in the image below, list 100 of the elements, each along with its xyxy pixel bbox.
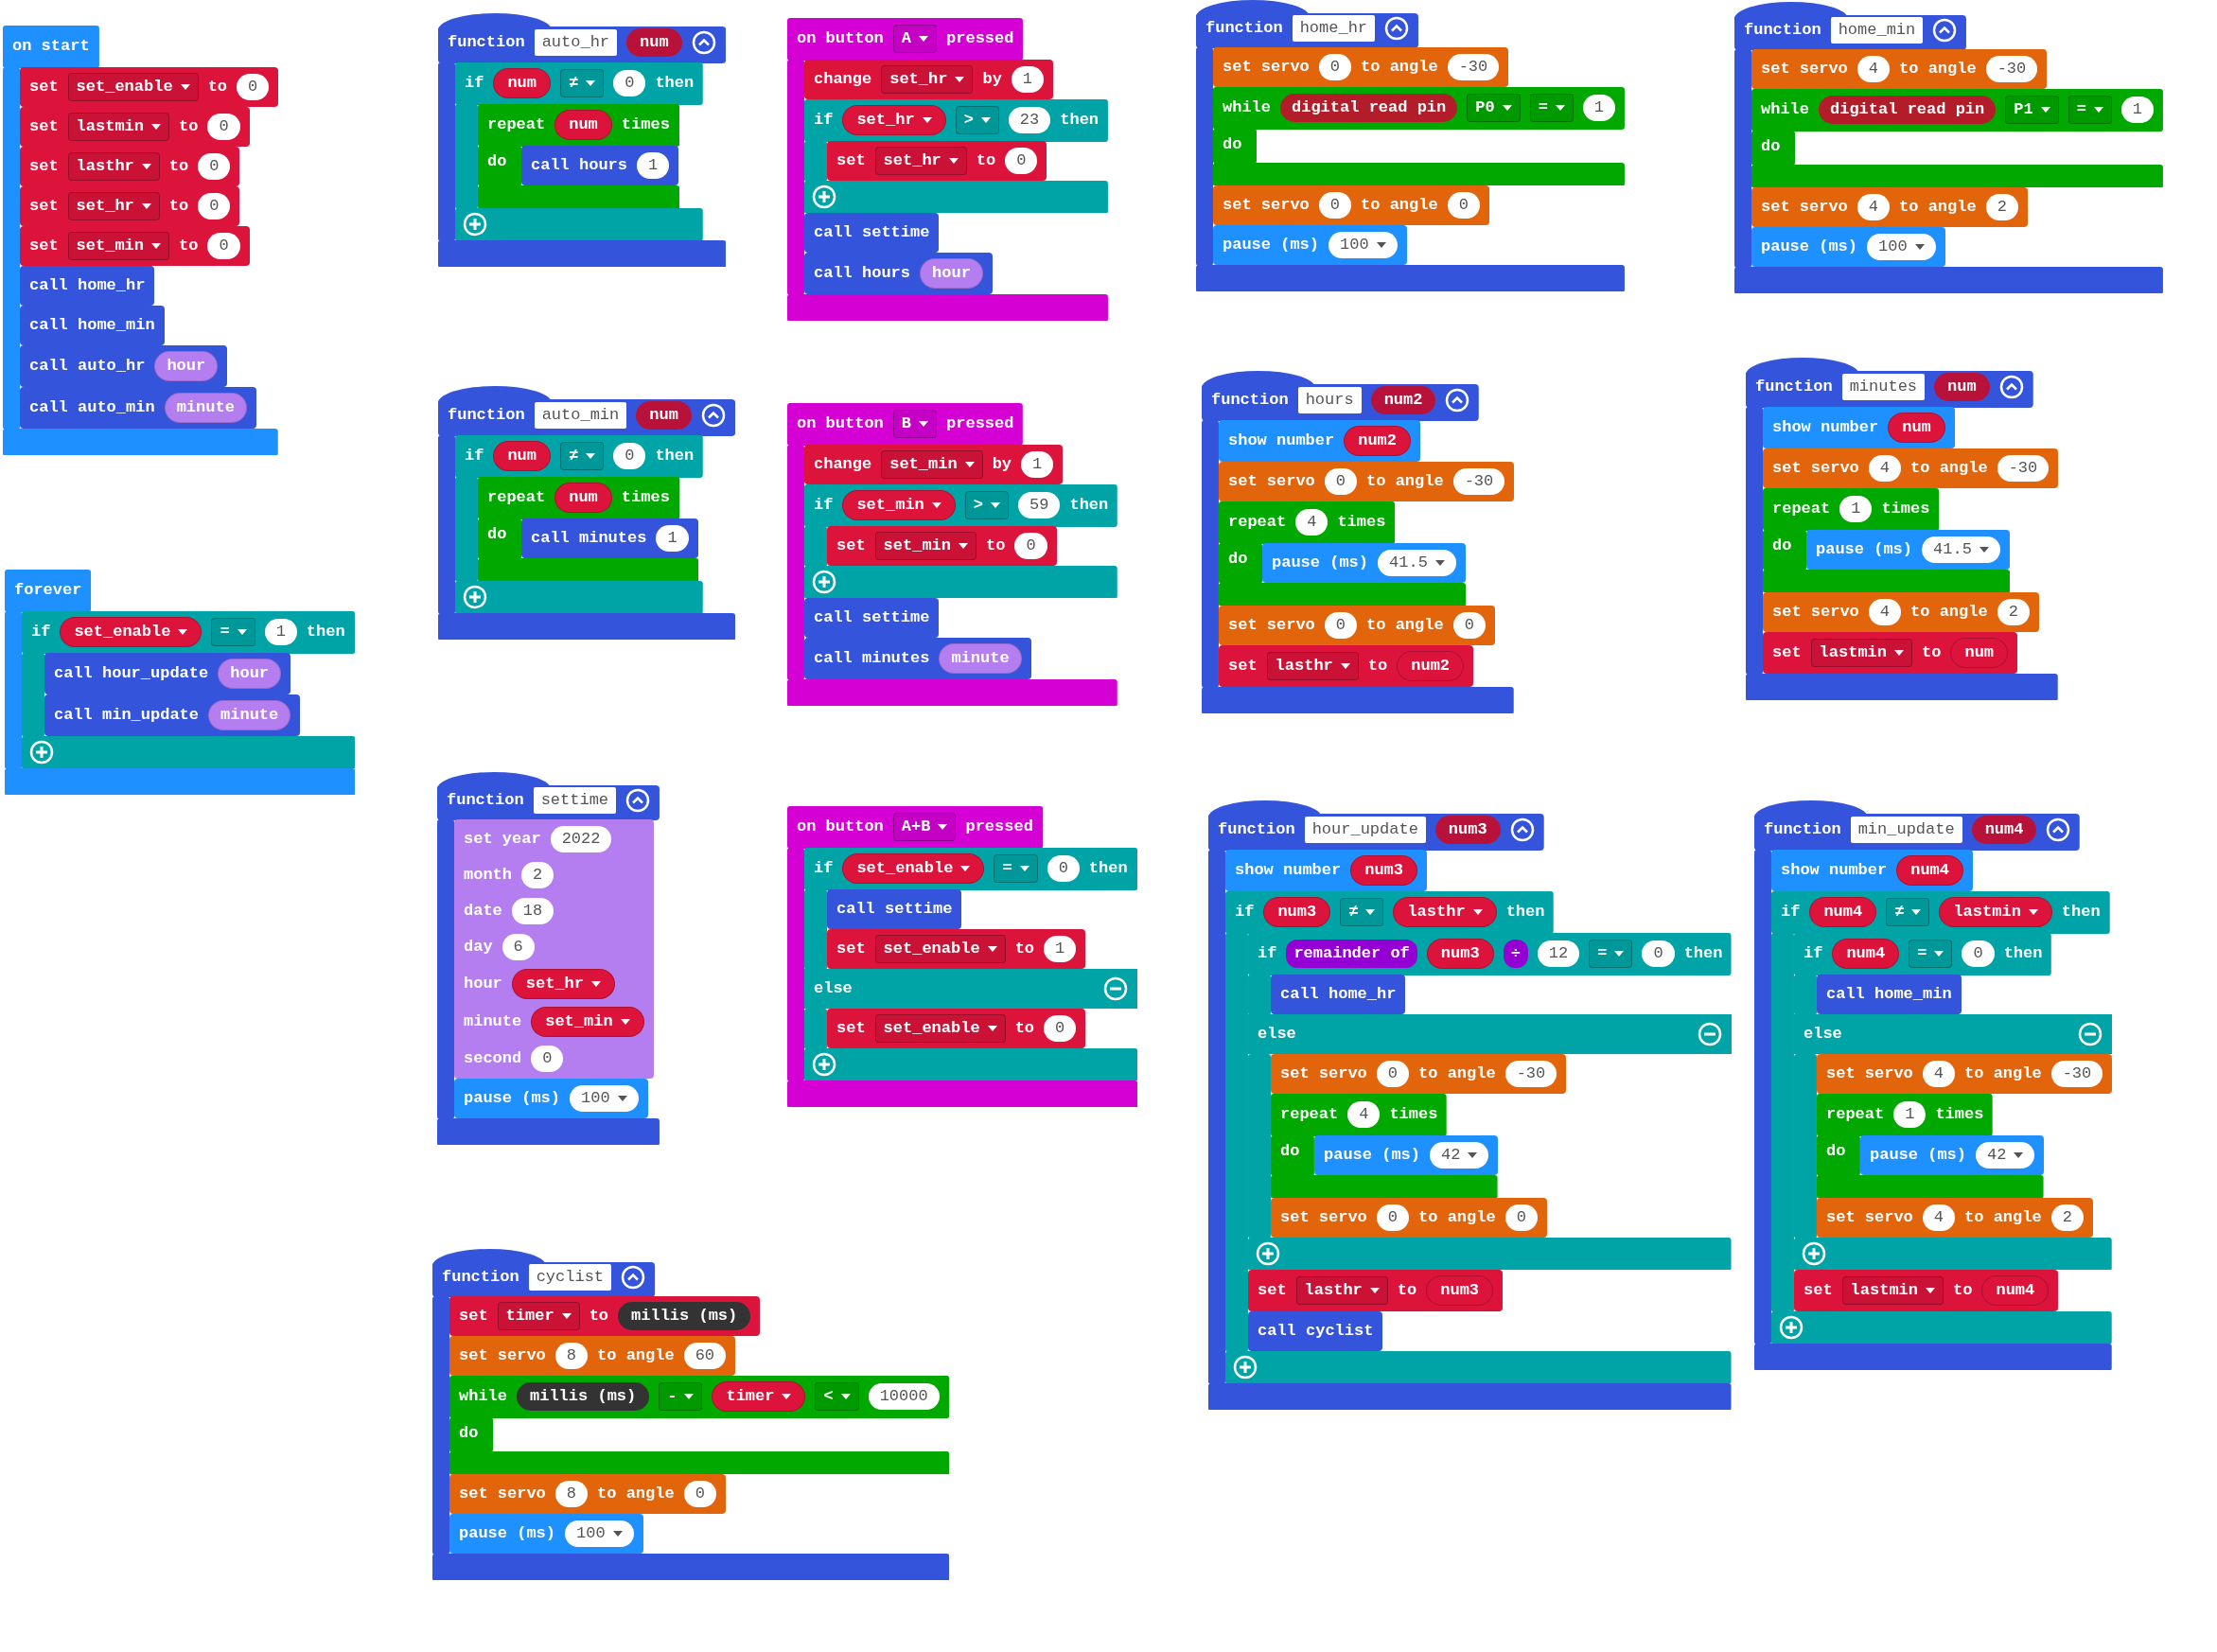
block-label: set servo bbox=[1228, 615, 1315, 636]
operator-dropdown: > bbox=[955, 106, 999, 134]
number-field: 1 bbox=[1011, 66, 1045, 93]
block-label: call settime bbox=[836, 899, 953, 920]
function-name-field: settime bbox=[533, 787, 617, 814]
statement-block bbox=[827, 889, 962, 929]
variable-reporter: set_enable bbox=[60, 617, 202, 647]
variable-dropdown: B bbox=[892, 410, 938, 438]
variable-reporter: num bbox=[1950, 638, 2009, 668]
block-label: then bbox=[1505, 902, 1545, 923]
block-label: if bbox=[1235, 902, 1255, 923]
number-field: 0 bbox=[1044, 1015, 1077, 1042]
number-field: 0 bbox=[1318, 54, 1352, 80]
block-label: set servo bbox=[1772, 458, 1859, 479]
millis-reporter: millis (ms) bbox=[517, 1382, 650, 1411]
block-label: call auto_hr bbox=[29, 356, 146, 377]
number-dropdown: 41.5 bbox=[1378, 550, 1456, 576]
operator-dropdown: < bbox=[815, 1382, 859, 1411]
block-label: times bbox=[1337, 512, 1386, 533]
block-label: times bbox=[621, 487, 670, 508]
operator-dropdown: - bbox=[659, 1382, 703, 1411]
variable-reporter: num3 bbox=[1350, 855, 1418, 886]
block-label: on button bbox=[797, 413, 884, 434]
block-label: to angle bbox=[597, 1345, 675, 1366]
block-label: to bbox=[179, 236, 199, 256]
block-label: set bbox=[1258, 1280, 1287, 1301]
block-label: to bbox=[986, 536, 1006, 556]
number-field: -30 bbox=[2050, 1061, 2103, 1087]
variable-reporter: set_hr bbox=[842, 105, 946, 135]
parameter-reporter: num bbox=[1934, 373, 1990, 401]
block-label: do bbox=[1761, 137, 1781, 155]
statement-block bbox=[20, 226, 250, 266]
variable-reporter: set_min bbox=[842, 490, 956, 520]
block-label: function bbox=[1755, 377, 1833, 397]
block-label: while bbox=[1761, 99, 1809, 120]
number-field: 6 bbox=[501, 934, 535, 960]
block-label: if bbox=[31, 622, 51, 642]
argument-reporter: hour bbox=[920, 258, 983, 289]
pin-read-reporter: digital read pin bbox=[1819, 96, 1997, 124]
number-field: 0 bbox=[198, 193, 231, 220]
block-label: then bbox=[1683, 943, 1723, 964]
statement-block bbox=[449, 1296, 761, 1336]
block-label: do bbox=[1280, 1142, 1300, 1160]
block-label: set bbox=[459, 1306, 488, 1327]
variable-dropdown: A bbox=[892, 25, 938, 53]
statement-block bbox=[827, 1009, 1086, 1048]
loop-block bbox=[478, 104, 679, 208]
function-name-field: home_min bbox=[1830, 17, 1924, 44]
variable-dropdown: set_min bbox=[67, 232, 170, 260]
block-label: minute bbox=[464, 1011, 522, 1032]
variable-reporter: num bbox=[554, 483, 612, 513]
block-label: set servo bbox=[459, 1484, 546, 1504]
block-label: set bbox=[29, 77, 59, 97]
statement-block bbox=[1763, 632, 2018, 674]
statement-block bbox=[827, 929, 1086, 969]
block-label: set servo bbox=[459, 1345, 546, 1366]
block-label: to bbox=[976, 150, 996, 171]
loop-block bbox=[1219, 501, 1466, 606]
function-name-field: hour_update bbox=[1304, 817, 1426, 843]
block-label: call hour_update bbox=[54, 663, 209, 684]
variable-dropdown: set_hr bbox=[67, 192, 160, 220]
statement-block bbox=[1271, 1054, 1567, 1094]
statement-block bbox=[20, 67, 279, 107]
block-label: set bbox=[836, 939, 866, 959]
number-field: 0 bbox=[198, 153, 231, 180]
statement-block bbox=[521, 146, 679, 185]
block-label: set servo bbox=[1280, 1207, 1367, 1228]
variable-dropdown: set_enable bbox=[67, 73, 199, 101]
number-dropdown: 42 bbox=[1976, 1142, 2035, 1169]
number-field: 1 bbox=[656, 525, 689, 552]
number-field: 0 bbox=[1047, 855, 1080, 882]
function-name-field: home_hr bbox=[1292, 15, 1376, 42]
operator-dropdown: ≠ bbox=[560, 69, 605, 97]
number-field: 8 bbox=[554, 1343, 589, 1369]
block-label: to angle bbox=[1366, 615, 1444, 636]
number-field: 4 bbox=[1856, 194, 1891, 220]
statement-block bbox=[1213, 47, 1509, 87]
block-label: change bbox=[814, 69, 872, 90]
operator-dropdown: ≠ bbox=[1886, 898, 1930, 926]
block-label: call home_hr bbox=[1280, 984, 1397, 1005]
number-field: 18 bbox=[511, 898, 554, 924]
statement-block bbox=[449, 1514, 643, 1554]
statement-block bbox=[44, 653, 291, 694]
argument-reporter: minute bbox=[939, 643, 1022, 674]
statement-block bbox=[20, 266, 155, 306]
variable-reporter: set_hr bbox=[511, 969, 616, 999]
if-block bbox=[455, 435, 704, 613]
statement-block bbox=[449, 1336, 736, 1376]
block-label: set bbox=[836, 536, 866, 556]
loop-block bbox=[1817, 1094, 2045, 1198]
block-label: set bbox=[836, 150, 866, 171]
number-field: 4 bbox=[1856, 56, 1891, 82]
variable-dropdown: lasthr bbox=[67, 152, 160, 181]
block-label: set servo bbox=[1223, 195, 1310, 216]
statement-block bbox=[1225, 850, 1428, 891]
block-label: repeat bbox=[1826, 1104, 1885, 1125]
block-label: on button bbox=[797, 28, 884, 49]
block-label: do bbox=[487, 152, 507, 170]
number-field: -30 bbox=[1447, 54, 1500, 80]
block-label: then bbox=[2061, 902, 2101, 923]
